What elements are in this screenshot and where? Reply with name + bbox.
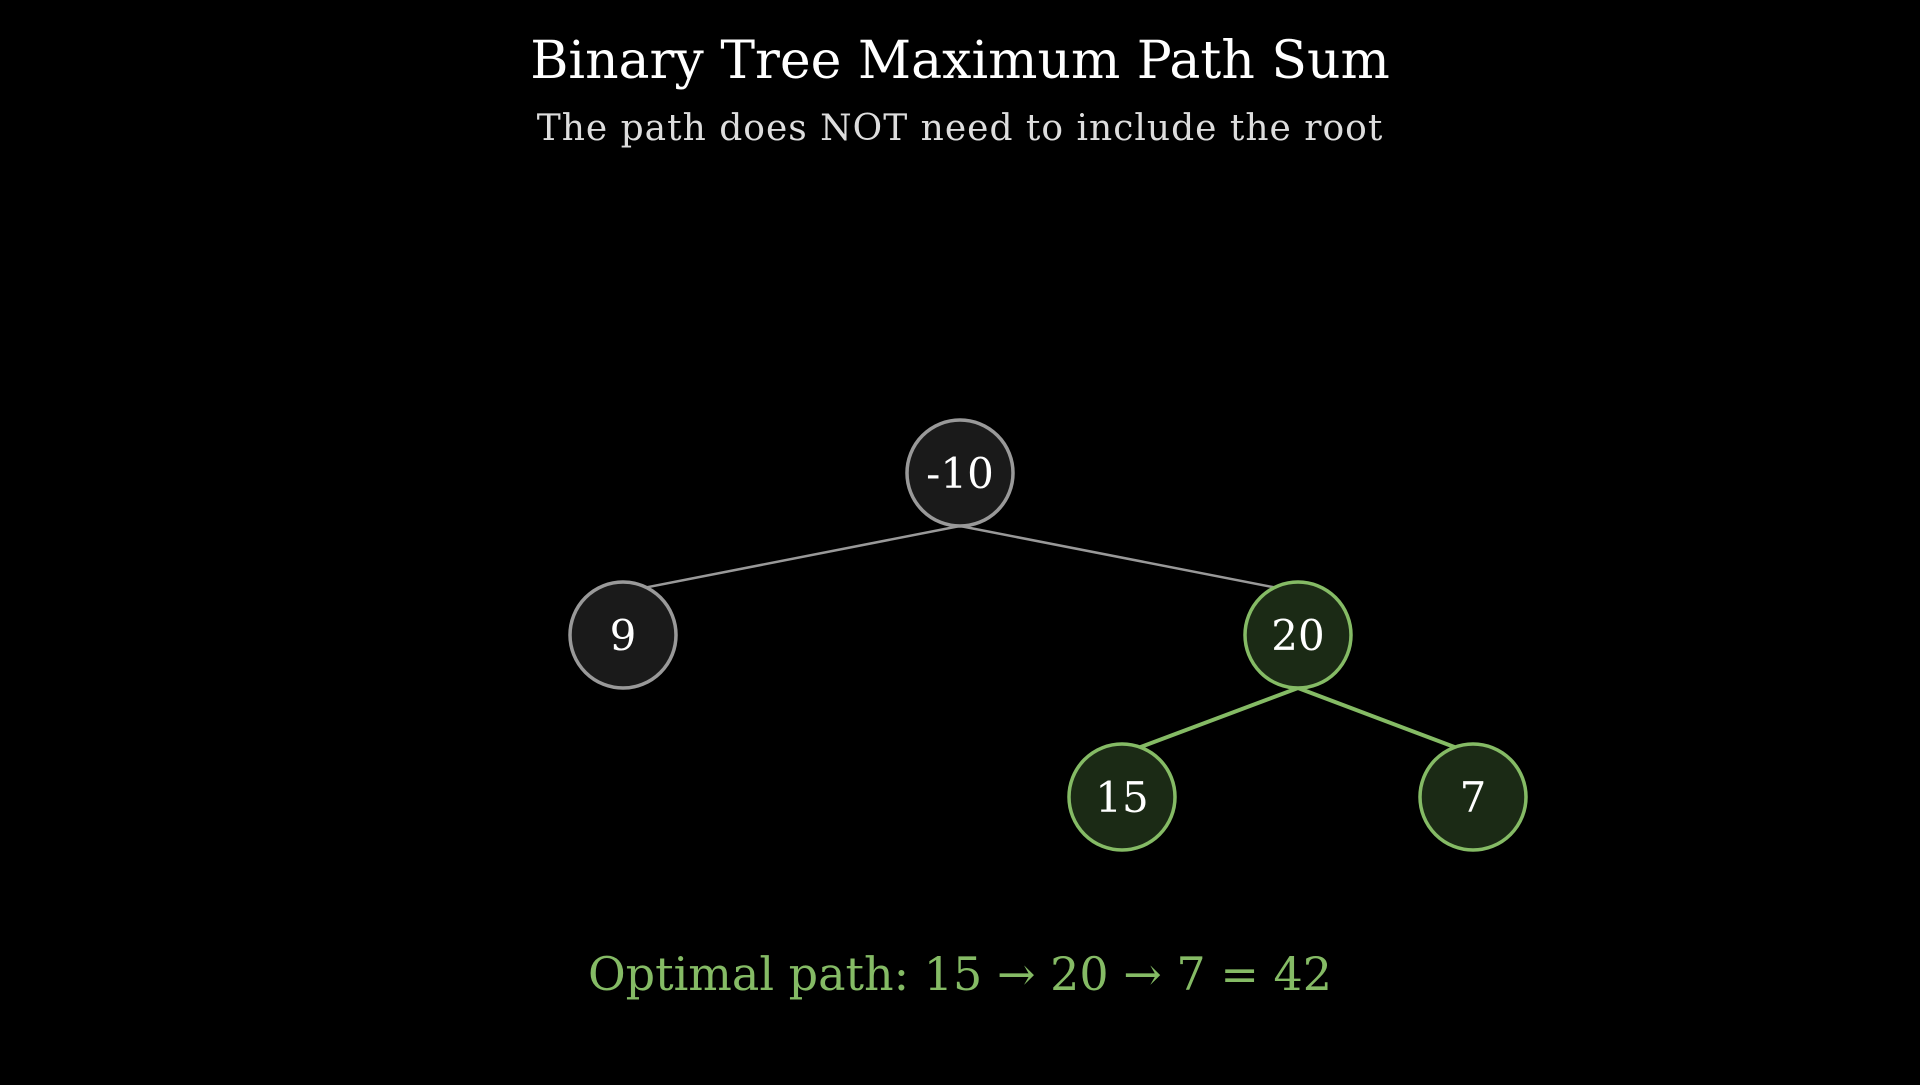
tree-node-circle: [1067, 742, 1177, 852]
tree-node-n20: 20: [1243, 580, 1353, 690]
tree-node-label: 7: [1460, 773, 1487, 822]
nodes-layer: -10 9 20 15 7: [568, 418, 1528, 852]
tree-node-n15: 15: [1067, 742, 1177, 852]
edges-layer: [622, 524, 1474, 756]
tree-node-n9: 9: [568, 580, 678, 690]
tree-node-circle: [1243, 580, 1353, 690]
tree-edge-n-10-n20: [959, 524, 1299, 594]
optimal-path-result: Optimal path: 15 → 20 → 7 = 42: [588, 947, 1332, 1001]
diagram-title: Binary Tree Maximum Path Sum: [530, 31, 1390, 91]
tree-node-circle: [1418, 742, 1528, 852]
tree-node-circle: [568, 580, 678, 690]
tree-node-label: -10: [926, 449, 994, 498]
diagram-subtitle: The path does NOT need to include the ro…: [537, 108, 1384, 149]
tree-edge-n20-n15: [1121, 686, 1299, 756]
tree-edge-n-10-n9: [622, 524, 961, 594]
tree-node-label: 15: [1095, 773, 1148, 822]
tree-node-n7: 7: [1418, 742, 1528, 852]
tree-node-circle: [905, 418, 1015, 528]
tree-node-n-10: -10: [905, 418, 1015, 528]
tree-edge-n20-n7: [1297, 686, 1474, 756]
tree-node-label: 20: [1271, 611, 1324, 660]
tree-node-label: 9: [610, 611, 637, 660]
